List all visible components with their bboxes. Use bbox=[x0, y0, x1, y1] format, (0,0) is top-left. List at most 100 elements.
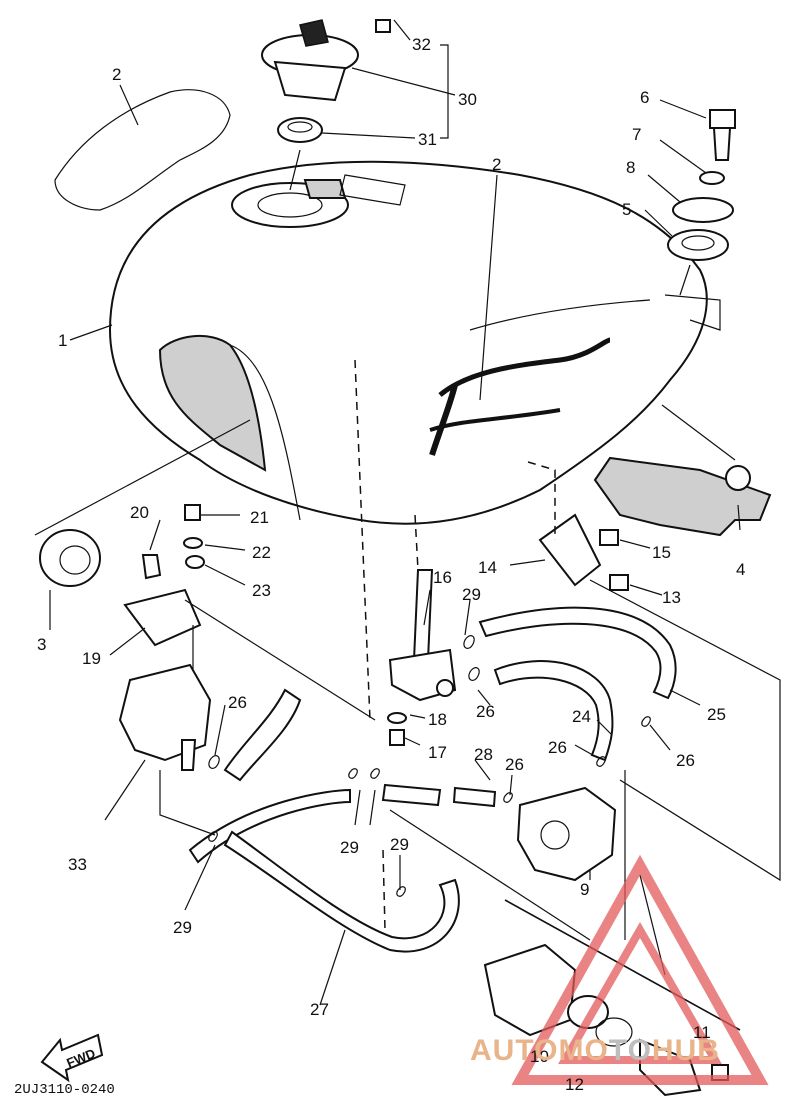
damper-5 bbox=[667, 229, 729, 261]
watermark-text: AUTOMOTOHUB bbox=[470, 1034, 720, 1068]
callout-6: 6 bbox=[640, 88, 649, 107]
pump-outlet bbox=[181, 739, 197, 771]
callout-2: 2 bbox=[492, 155, 501, 174]
watermark-part3: HUB bbox=[651, 1034, 720, 1067]
bolt-20 bbox=[141, 554, 162, 580]
callout-21: 21 bbox=[250, 508, 269, 527]
hose-29-left bbox=[188, 788, 351, 864]
bolt-6 bbox=[709, 109, 736, 129]
callout-32: 32 bbox=[412, 35, 431, 54]
callout-29: 29 bbox=[173, 918, 192, 937]
cap-screw bbox=[375, 19, 391, 33]
callout-13: 13 bbox=[662, 588, 681, 607]
fuel-cap-key bbox=[299, 19, 329, 47]
callout-18: 18 bbox=[428, 710, 447, 729]
callout-23: 23 bbox=[252, 581, 271, 600]
callout-20: 20 bbox=[130, 503, 149, 522]
assembly-line-8 bbox=[34, 419, 251, 536]
callout-7: 7 bbox=[632, 125, 641, 144]
grommet-3-inner bbox=[59, 545, 91, 575]
callout-labels: 2 2 1 3 4 5 6 7 8 9 10 11 12 13 14 15 16… bbox=[37, 35, 745, 1094]
fwd-arrow bbox=[40, 1033, 104, 1083]
callout-12: 12 bbox=[565, 1075, 584, 1094]
assembly-line-6 bbox=[679, 264, 691, 296]
callout-1: 1 bbox=[58, 331, 67, 350]
hose-connector bbox=[381, 783, 442, 807]
o-ring-12 bbox=[595, 1017, 633, 1047]
bolt-21 bbox=[184, 504, 201, 521]
pump-body-10 bbox=[483, 943, 577, 1037]
callout-17: 17 bbox=[428, 743, 447, 762]
assembly-line-9 bbox=[184, 599, 376, 721]
filler-neck-inner bbox=[257, 192, 323, 218]
grommet-3 bbox=[39, 529, 101, 587]
assembly-line-11 bbox=[159, 770, 216, 836]
fuel-cap-body bbox=[273, 60, 347, 102]
drawing-code: 2UJ3110-0240 bbox=[14, 1082, 115, 1098]
callout-11: 11 bbox=[693, 1023, 711, 1042]
assembly-line-12 bbox=[589, 579, 781, 882]
tank-decal-outline bbox=[339, 174, 406, 206]
route66-logo bbox=[429, 337, 611, 456]
assembly-line-13 bbox=[389, 809, 591, 941]
washer-23 bbox=[185, 555, 205, 569]
hose-upper bbox=[223, 688, 302, 782]
washer-8 bbox=[672, 197, 734, 223]
leader-lines bbox=[49, 19, 741, 1006]
tank-emblem-gasket bbox=[54, 89, 231, 211]
bolt-6-shank bbox=[712, 127, 732, 161]
callout-24: 24 bbox=[572, 707, 591, 726]
fuel-cock-outlet bbox=[436, 679, 454, 697]
callout-33: 33 bbox=[68, 855, 87, 874]
washer-22 bbox=[183, 537, 203, 549]
callout-27: 27 bbox=[310, 1000, 329, 1019]
bracket-damper bbox=[725, 465, 751, 491]
callout-26: 26 bbox=[676, 751, 695, 770]
hose-27 bbox=[223, 830, 460, 953]
callout-29: 29 bbox=[340, 838, 359, 857]
callout-25: 25 bbox=[707, 705, 726, 724]
callout-15: 15 bbox=[652, 543, 671, 562]
assembly-line-7 bbox=[661, 404, 736, 461]
callout-29: 29 bbox=[462, 585, 481, 604]
watermark-part1: AUTOMO bbox=[470, 1034, 609, 1067]
tank-tunnel-edge bbox=[229, 344, 301, 521]
callout-5: 5 bbox=[622, 200, 631, 219]
callout-2: 2 bbox=[112, 65, 121, 84]
damper-5-inner bbox=[681, 235, 715, 251]
callout-29: 29 bbox=[390, 835, 409, 854]
watermark-part2: TO bbox=[608, 1034, 652, 1067]
pump-9-port bbox=[540, 820, 570, 850]
fuel-pump-9 bbox=[516, 786, 617, 882]
callout-8: 8 bbox=[626, 158, 635, 177]
assembly-line-3 bbox=[527, 461, 556, 540]
callout-4: 4 bbox=[736, 560, 745, 579]
hose-25 bbox=[478, 606, 677, 700]
tank-bracket bbox=[593, 456, 772, 537]
callout-26: 26 bbox=[505, 755, 524, 774]
assembly-line-5 bbox=[289, 149, 301, 191]
callout-26: 26 bbox=[476, 702, 495, 721]
bracket-19 bbox=[123, 588, 202, 647]
tank-tunnel bbox=[158, 334, 267, 472]
watermark-logo bbox=[511, 854, 769, 1085]
callout-14: 14 bbox=[478, 558, 497, 577]
callout-10: 10 bbox=[530, 1047, 549, 1066]
fuel-cock-pipe bbox=[412, 569, 434, 661]
callout-22: 22 bbox=[252, 543, 271, 562]
callout-3: 3 bbox=[37, 635, 46, 654]
cap-seal-inner bbox=[287, 121, 313, 133]
callout-31: 31 bbox=[418, 130, 437, 149]
filler-badge bbox=[303, 179, 347, 199]
hose-28 bbox=[452, 786, 497, 808]
callout-16: 16 bbox=[433, 568, 452, 587]
callout-26: 26 bbox=[228, 693, 247, 712]
plate-14 bbox=[538, 513, 602, 587]
callout-28: 28 bbox=[474, 745, 493, 764]
callout-26: 26 bbox=[548, 738, 567, 757]
assembly-line-4 bbox=[382, 849, 386, 931]
callout-30: 30 bbox=[458, 90, 477, 109]
hose-clips bbox=[208, 635, 651, 897]
